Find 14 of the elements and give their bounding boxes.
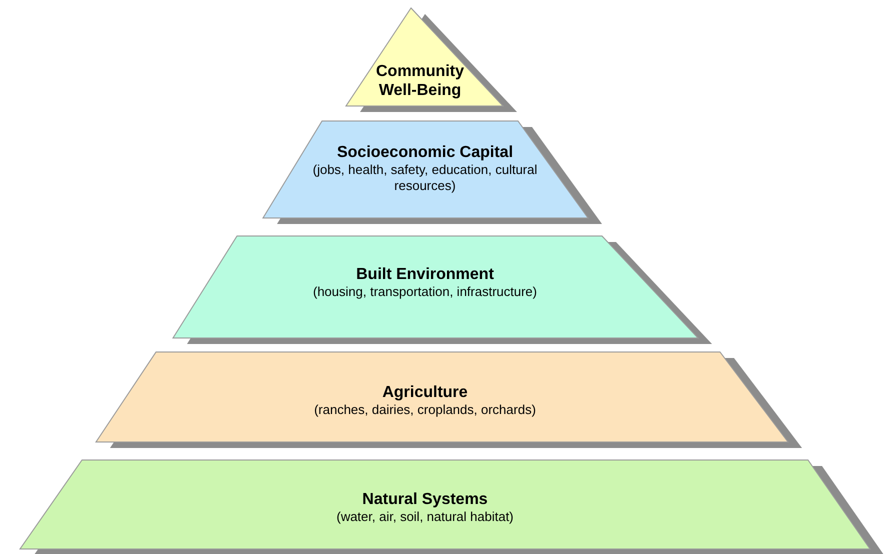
tier-title: Socioeconomic Capital <box>336 143 514 162</box>
pyramid-tier <box>173 236 712 344</box>
pyramid-tier <box>20 460 884 554</box>
pyramid-apex-triangle <box>346 8 517 112</box>
tier-title: Natural Systems <box>362 490 488 509</box>
tier-title: Built Environment <box>356 265 494 284</box>
tier-description: (housing, transportation, infrastructure) <box>312 284 538 300</box>
tier-description: (water, air, soil, natural habitat) <box>335 509 515 525</box>
pyramid-tier <box>96 352 802 448</box>
pyramid-tier <box>263 121 602 224</box>
tier-description: (ranches, dairies, croplands, orchards) <box>313 402 537 418</box>
tier-description: (jobs, health, safety, education, cultural resources) <box>312 162 538 194</box>
tier-title: Community Well-Being <box>375 62 465 100</box>
tier-title: Agriculture <box>382 383 468 402</box>
